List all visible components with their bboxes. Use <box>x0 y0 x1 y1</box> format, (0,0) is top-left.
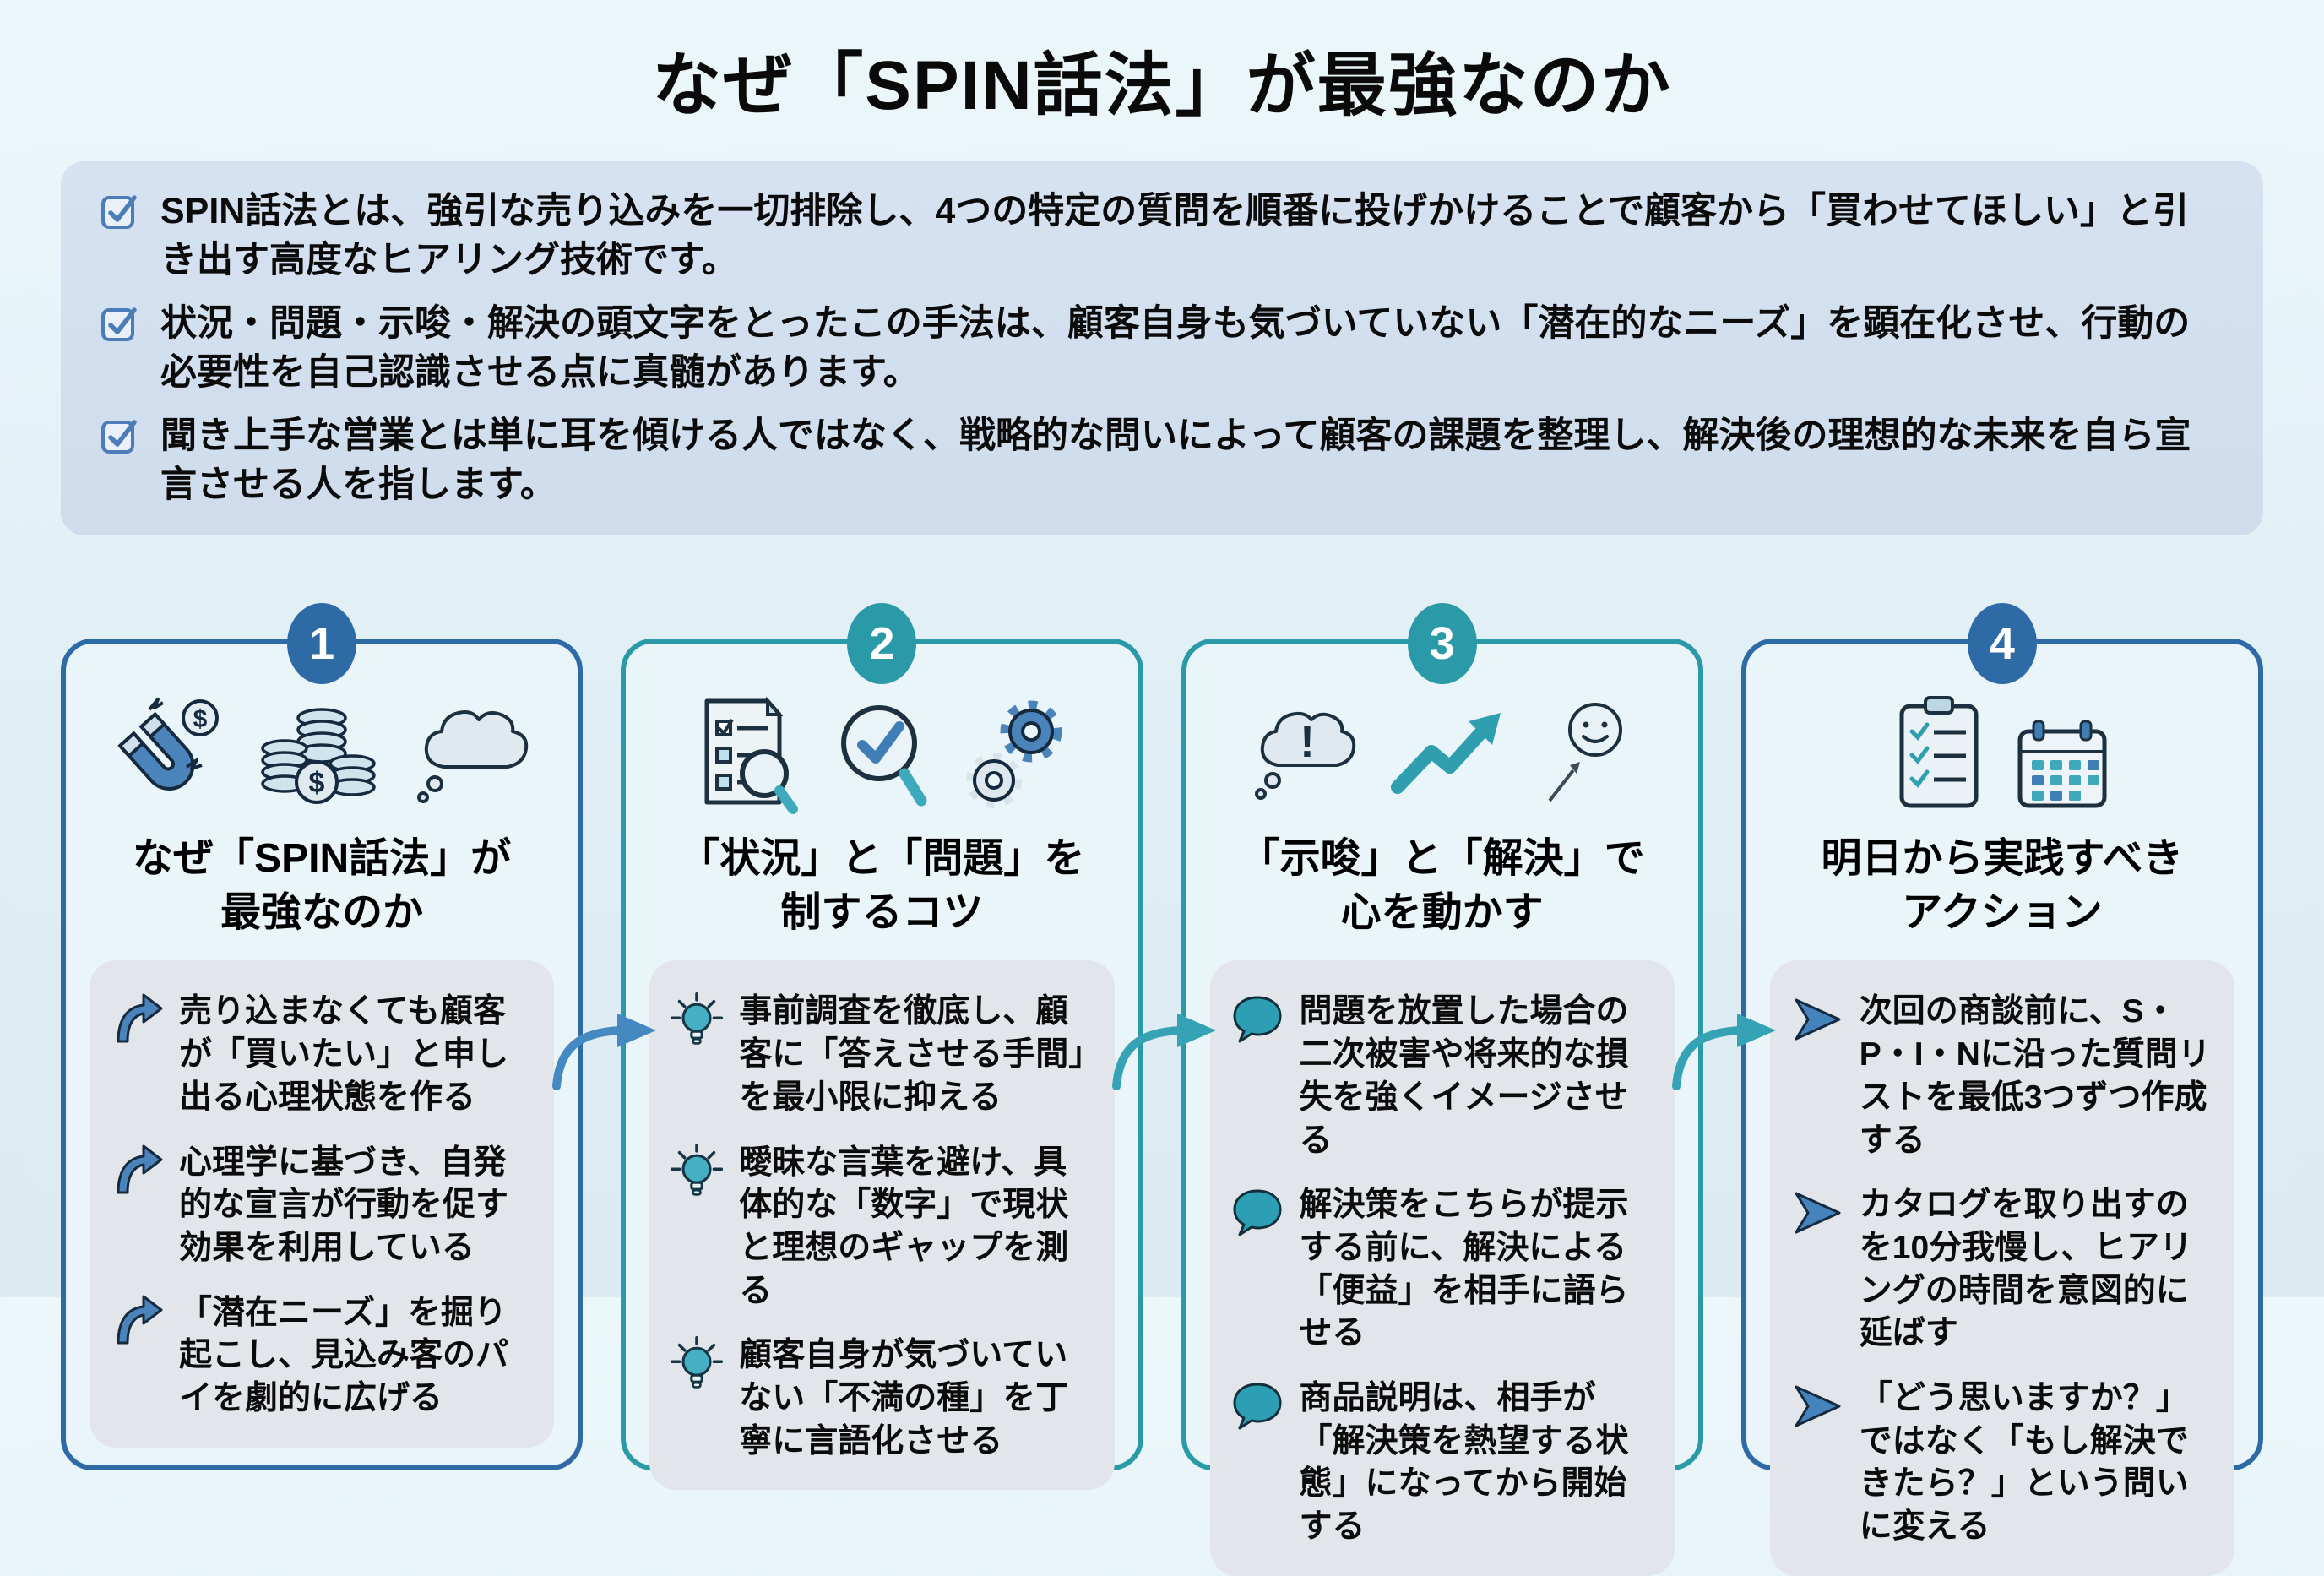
card-4-header-icons <box>1890 693 2115 823</box>
bullet-item: 商品説明は、相手が「解決策を熱望する状態」になってから開始する <box>1230 1378 1653 1549</box>
speech-bubble-icon <box>1230 992 1284 1046</box>
card-3-header-icons: ! <box>1247 693 1637 823</box>
growth-arrow-icon <box>1387 693 1514 823</box>
card-step-3: 3 ! <box>1181 602 1703 1576</box>
bullet-item: 「どう思いますか？」ではなく「もし解決できたら？」という問いに変える <box>1790 1378 2213 1549</box>
bullet-text: カタログを取り出すのを10分我慢し、ヒアリングの時間を意図的に延ばす <box>1859 1187 2193 1352</box>
bullet-text: 曖昧な言葉を避け、具体的な「数字」で現状と理想のギャップを測る <box>739 1144 1069 1309</box>
bullet-text: 顧客自身が気づいていない「不満の種」を丁寧に言語化させる <box>739 1337 1069 1459</box>
bullet-item: 売り込まなくても顧客が「買いたい」と申し出る心理状態を作る <box>110 991 532 1119</box>
curved-up-arrow-icon <box>110 992 164 1046</box>
summary-box: SPIN話法とは、強引な売り込みを一切排除し、4つの特定の質問を順番に投げかける… <box>61 161 2263 535</box>
card-2-points: 事前調査を徹底し、顧客に「答えさせる手間」を最小限に抑える 曖昧な言葉を避け、具… <box>649 960 1115 1491</box>
arrowhead-icon <box>1790 992 1844 1046</box>
smiley-icon <box>1536 693 1637 823</box>
summary-text: 聞き上手な営業とは単に耳を傾ける人ではなく、戦略的な問いによって顧客の課題を整理… <box>160 415 2191 506</box>
bullet-item: 心理学に基づき、自発的な宣言が行動を促す効果を利用している <box>110 1142 532 1270</box>
bullet-text: 事前調査を徹底し、顧客に「答えさせる手間」を最小限に抑える <box>739 993 1085 1116</box>
summary-item: 聞き上手な営業とは単に耳を傾ける人ではなく、戦略的な問いによって顧客の課題を整理… <box>100 411 2224 510</box>
bullet-text: 解決策をこちらが提示する前に、解決による「便益」を相手に語らせる <box>1299 1187 1629 1352</box>
step-number-badge: 4 <box>1967 602 2037 684</box>
arrowhead-icon <box>1790 1186 1844 1240</box>
svg-text:$: $ <box>193 705 208 733</box>
bullet-item: 「潜在ニーズ」を掘り起こし、見込み客のパイを劇的に広げる <box>110 1292 532 1421</box>
bullet-text: 売り込まなくても顧客が「買いたい」と申し出る心理状態を作る <box>179 993 509 1116</box>
bullet-text: 心理学に基づき、自発的な宣言が行動を促す効果を利用している <box>179 1144 509 1266</box>
bullet-text: 「どう思いますか？」ではなく「もし解決できたら？」という問いに変える <box>1859 1379 2189 1545</box>
bullet-item: 事前調査を徹底し、顧客に「答えさせる手間」を最小限に抑える <box>670 991 1092 1119</box>
checklist-magnifier-icon <box>695 693 805 823</box>
lightbulb-icon <box>670 1336 724 1390</box>
svg-text:!: ! <box>1300 718 1314 767</box>
card-3-points: 問題を放置した場合の二次被害や将来的な損失を強くイメージさせる 解決策をこちらが… <box>1209 960 1675 1576</box>
summary-text: 状況・問題・示唆・解決の頭文字をとったこの手法は、顧客自身も気づいていない「潜在… <box>160 302 2191 394</box>
summary-text: SPIN話法とは、強引な売り込みを一切排除し、4つの特定の質問を順番に投げかける… <box>160 191 2189 281</box>
step-number-badge: 2 <box>847 602 917 684</box>
bullet-text: 次回の商談前に、S・P・I・Nに沿った質問リストを最低3つずつ作成する <box>1859 993 2211 1159</box>
flow-arrow-3-to-4 <box>1672 1013 1776 1090</box>
lightbulb-icon <box>670 992 724 1046</box>
bullet-item: 曖昧な言葉を避け、具体的な「数字」で現状と理想のギャップを測る <box>670 1142 1092 1313</box>
calendar-icon <box>2013 693 2115 823</box>
bullet-text: 問題を放置した場合の二次被害や将来的な損失を強くイメージさせる <box>1299 993 1629 1159</box>
clipboard-checklist-icon <box>1890 693 1991 823</box>
page-title: なぜ「SPIN話法」が最強なのか <box>652 47 1672 124</box>
check-circle-magnifier-icon <box>827 693 937 823</box>
card-4-points: 次回の商談前に、S・P・I・Nに沿った質問リストを最低3つずつ作成する カタログ… <box>1769 960 2234 1576</box>
checkbox-icon <box>100 302 140 343</box>
bullet-item: 顧客自身が気づいていない「不満の種」を丁寧に言語化させる <box>670 1334 1092 1463</box>
bullet-text: 「潜在ニーズ」を掘り起こし、見込み客のパイを劇的に広げる <box>179 1294 509 1416</box>
bullet-item: 解決策をこちらが提示する前に、解決による「便益」を相手に語らせる <box>1230 1184 1653 1356</box>
flow-arrow-2-to-3 <box>1112 1013 1216 1090</box>
bullet-text: 商品説明は、相手が「解決策を熱望する状態」になってから開始する <box>1299 1379 1629 1545</box>
summary-item: 状況・問題・示唆・解決の頭文字をとったこの手法は、顧客自身も気づいていない「潜在… <box>100 299 2224 398</box>
checkbox-icon <box>100 190 140 231</box>
bullet-item: カタログを取り出すのを10分我慢し、ヒアリングの時間を意図的に延ばす <box>1790 1184 2213 1356</box>
curved-up-arrow-icon <box>110 1144 164 1198</box>
magnet-coin-icon: $ <box>106 693 232 823</box>
card-title: 明日から実践すべき アクション <box>1821 835 2184 936</box>
exclamation-bubble-icon: ! <box>1247 693 1366 823</box>
coin-stacks-icon: $ <box>254 693 389 823</box>
card-2-header-icons <box>695 693 1068 823</box>
card-step-1: 1 $ <box>61 602 584 1470</box>
card-title: 「状況」と「問題」を 制するコツ <box>679 835 1085 936</box>
card-step-4: 4 <box>1740 602 2263 1576</box>
bullet-item: 問題を放置した場合の二次被害や将来的な損失を強くイメージさせる <box>1230 991 1653 1162</box>
card-1-header-icons: $ $ <box>106 693 538 823</box>
thought-cloud-icon <box>411 693 538 823</box>
curved-up-arrow-icon <box>110 1294 164 1348</box>
steps-row: 1 $ <box>61 602 2263 1576</box>
checkbox-icon <box>100 415 140 455</box>
card-title: 「示唆」と「解決」で 心を動かす <box>1239 835 1645 936</box>
arrowhead-icon <box>1790 1379 1844 1433</box>
card-title: なぜ「SPIN話法」が 最強なのか <box>133 835 512 936</box>
speech-bubble-icon <box>1230 1186 1284 1240</box>
lightbulb-icon <box>670 1143 724 1198</box>
gears-icon <box>958 693 1068 823</box>
speech-bubble-icon <box>1230 1379 1284 1433</box>
card-1-points: 売り込まなくても顧客が「買いたい」と申し出る心理状態を作る 心理学に基づき、自発… <box>90 960 555 1448</box>
flow-arrow-1-to-2 <box>552 1013 656 1090</box>
step-number-badge: 1 <box>287 602 357 684</box>
step-number-badge: 3 <box>1407 602 1477 684</box>
bullet-item: 次回の商談前に、S・P・I・Nに沿った質問リストを最低3つずつ作成する <box>1790 991 2213 1162</box>
card-step-2: 2 <box>621 602 1143 1491</box>
svg-text:$: $ <box>309 767 325 799</box>
summary-item: SPIN話法とは、強引な売り込みを一切排除し、4つの特定の質問を順番に投げかける… <box>100 187 2224 285</box>
